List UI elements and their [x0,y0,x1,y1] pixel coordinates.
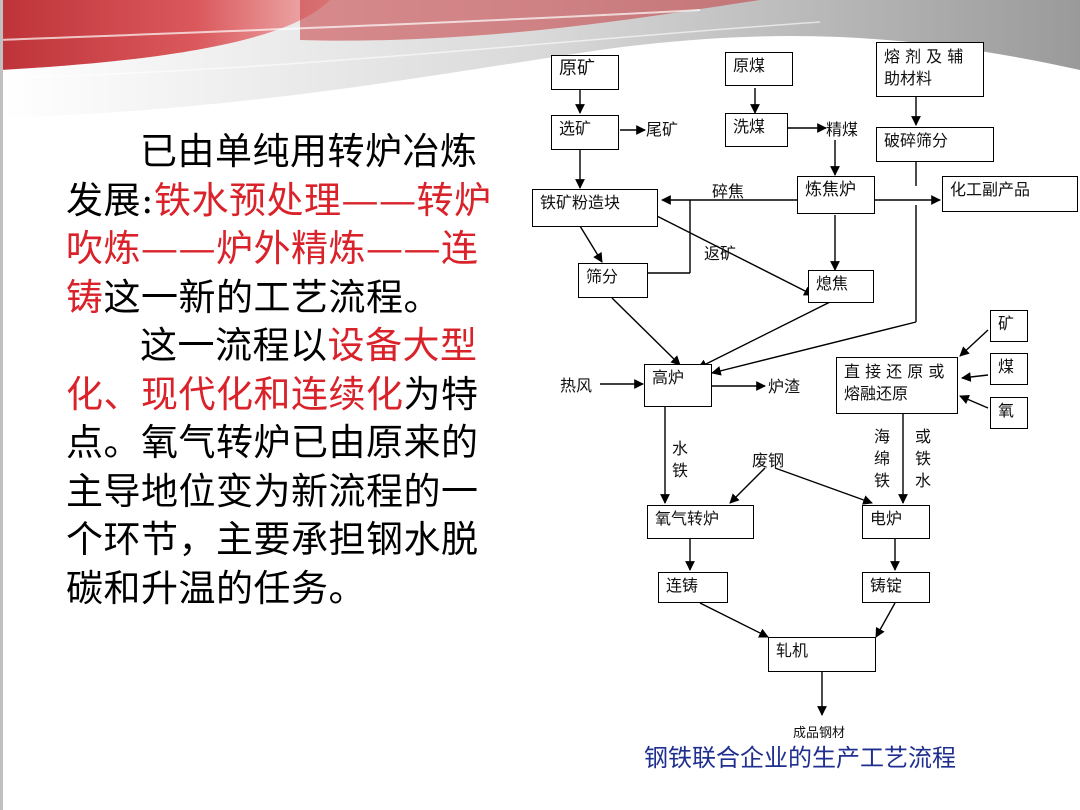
paragraph-2: 这一流程以设备大型化、现代化和连续化为特点。氧气转炉已由原来的主导地位变为新流程… [66,322,496,613]
label-weikuang: 尾矿 [646,120,679,139]
paragraph-1-emphasis: 铁水预处理——转炉吹炼——炉外精炼——连铸 [66,178,492,319]
box-yuanmei: 原煤 [725,52,793,86]
box-zhaji: 轧机 [768,637,876,672]
box-kuang-right: 矿 [990,310,1028,342]
label-fankuang: 返矿 [704,244,737,263]
paragraph-1-text-a: 已由单纯用转炉冶炼发展: [66,130,478,222]
label-chengpin: 成品钢材 [793,726,846,741]
label-suijiao: 碎焦 [712,182,745,201]
box-lianzhu: 连铸 [658,572,728,603]
paragraph-2-emphasis: 设备大型化、现代化和连续化 [66,324,478,416]
label-feigang: 废钢 [752,451,785,470]
paragraph-1: 已由单纯用转炉冶炼发展:铁水预处理——转炉吹炼——炉外精炼——连铸这一新的工艺流… [66,128,496,322]
box-yangqi-zhuanlu: 氧气转炉 [647,505,754,539]
box-mei-right: 煤 [990,353,1028,385]
box-yang-right: 氧 [990,397,1028,429]
label-refeng: 热风 [560,376,593,395]
box-tiekuang-zaokuai: 铁矿粉造块 [532,189,658,227]
box-huagong: 化工副产品 [942,176,1078,212]
paragraph-2-text-b: 为特点。氧气转炉已由原来的主导地位变为新流程的一个环节，主要承担钢水脱碳和升温的… [66,372,479,610]
slide-body-text: 已由单纯用转炉冶炼发展:铁水预处理——转炉吹炼——炉外精炼——连铸这一新的工艺流… [66,128,496,613]
box-xuankuang: 选矿 [551,115,619,150]
label-luzha: 炉渣 [768,377,801,396]
box-ximei: 洗煤 [725,113,788,147]
box-shaifen: 筛分 [578,263,648,298]
box-zhuding: 铸锭 [862,572,930,603]
box-yuankuang: 原矿 [551,55,619,90]
box-lianjiaolu: 炼焦炉 [797,176,875,214]
box-gaolu: 高炉 [644,364,712,407]
label-huotieshui: 或铁水 [914,427,931,490]
label-haimiantie: 海绵铁 [873,427,890,490]
box-posui: 破碎筛分 [876,127,994,162]
box-xijiao: 熄焦 [808,270,874,303]
label-jingmei: 精煤 [826,120,859,139]
box-rongji: 熔 剂 及 辅 助材料 [876,42,984,97]
label-shuitie: 水铁 [671,439,688,480]
box-dianlu: 电炉 [862,505,930,539]
diagram-caption: 钢铁联合企业的生产工艺流程 [644,744,956,772]
paragraph-2-text-a: 这一流程以 [140,324,328,367]
paragraph-1-text-b: 这一新的工艺流程。 [103,275,441,319]
box-zhijie: 直 接 还 原 或 熔融还原 [836,357,958,414]
